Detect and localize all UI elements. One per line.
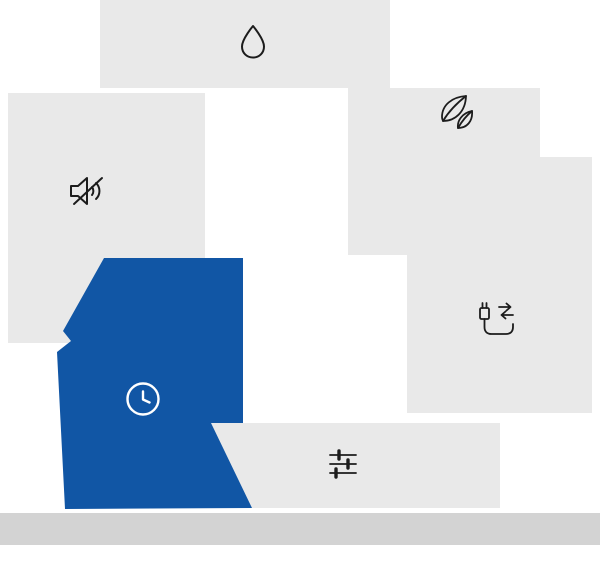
- volume-muted-icon: [70, 177, 103, 205]
- panel-top: [100, 0, 390, 88]
- water-drop-icon: [241, 25, 265, 59]
- clock-icon: [126, 382, 160, 416]
- panel-bottom-center: [210, 423, 500, 508]
- panel-right-lower: [407, 157, 592, 413]
- eco-leaves-icon: [441, 95, 473, 129]
- plug-connection-icon: [479, 302, 514, 335]
- bottom-bar: [0, 513, 600, 545]
- accent-banner: [57, 258, 252, 509]
- settings-sliders-icon: [329, 449, 357, 479]
